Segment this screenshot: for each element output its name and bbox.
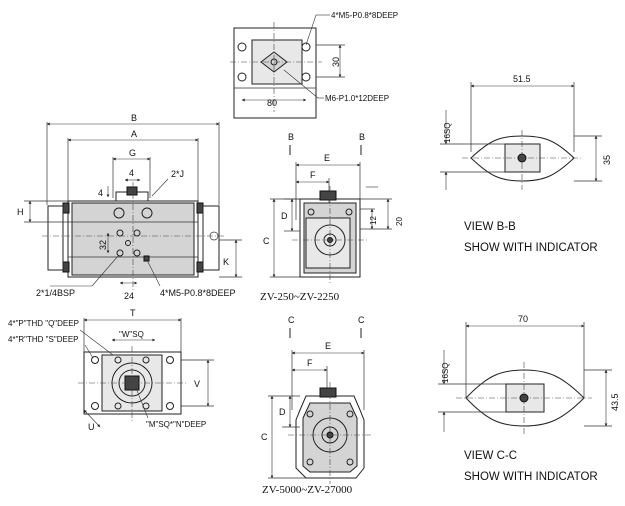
cc-subtitle: SHOW WITH INDICATOR [464, 471, 598, 483]
dim-H: H [17, 207, 24, 217]
side2-body [295, 395, 365, 479]
side2-dim-E: E [325, 341, 331, 351]
dim-A: A [131, 129, 137, 139]
side1-caption: ZV-250~ZV-2250 [260, 291, 340, 303]
dim-24: 24 [124, 291, 134, 301]
top-view: 4*M5-P0.8*8DEEP 30 80 M6-P1.0*12DEEP [230, 11, 398, 119]
side2-dim-D: D [279, 407, 286, 417]
side1-dim-F: F [310, 170, 316, 180]
bottom-dim-U: U [88, 422, 95, 432]
dim-4-side: 4 [98, 188, 103, 198]
top-view-outline [233, 27, 317, 119]
bb-dim-width: 51.5 [513, 74, 531, 84]
side2-dim-F: F [307, 358, 313, 368]
side-view-small: B B E F C D 12 20 [260, 132, 404, 303]
view-cc: 70 16SQ 43.5 VIEW C-C SHOW WITH INDICATO… [438, 314, 620, 483]
side1-dim-C: C [263, 236, 270, 246]
top-dim-30: 30 [331, 57, 341, 67]
cc-dim-43-5: 43.5 [610, 393, 620, 411]
note-p-thread: 4*"P"THD "Q"DEEP [8, 319, 79, 328]
side1-dim-E: E [324, 153, 330, 163]
cc-title: VIEW C-C [464, 450, 517, 462]
note-m-square: "M"SQ*"N"DEEP [146, 420, 206, 429]
side1-dim-20: 20 [395, 217, 404, 226]
note-bsp: 2*1/4BSP [36, 288, 75, 298]
side2-caption: ZV-5000~ZV-27000 [262, 484, 353, 496]
bottom-view: T 4*"P"THD "Q"DEEP 4*"R"THD "S"DEEP "W"S… [8, 308, 214, 432]
top-dim-80: 80 [267, 98, 277, 108]
view-bb: 51.5 16SQ 35 VIEW B-B SHOW WITH INDICATO… [440, 74, 612, 254]
bb-subtitle: SHOW WITH INDICATOR [464, 242, 598, 254]
bb-title: VIEW B-B [464, 221, 516, 233]
side1-dim-D: D [281, 211, 288, 221]
side1-dim-12: 12 [369, 216, 378, 225]
dim-4-top: 4 [129, 168, 134, 178]
cc-indicator-outline [465, 369, 585, 427]
cc-dim-16sq: 16SQ [441, 363, 450, 383]
bb-dim-16sq: 16SQ [443, 123, 452, 143]
dim-K: K [223, 257, 229, 267]
note-w-square: "W"SQ [119, 330, 144, 339]
bottom-dim-T: T [130, 308, 136, 318]
dim-2J: 2*J [171, 169, 184, 179]
section-B-left: B [288, 132, 294, 142]
section-B-right: B [359, 132, 365, 142]
note-r-thread: 4*"R"THD "S"DEEP [8, 335, 78, 344]
cc-dim-width: 70 [518, 314, 528, 324]
section-C-left: C [288, 315, 295, 325]
section-C-right: C [358, 315, 365, 325]
front-view: B A G 4 2*J 4 [17, 113, 242, 301]
side-view-large: C C E F C D ZV-5000~ZV-27000 [261, 315, 372, 496]
note-m5-front: 4*M5-P0.8*8DEEP [160, 288, 236, 298]
dim-B: B [131, 113, 137, 123]
dim-G: G [129, 148, 136, 158]
bottom-dim-V: V [194, 379, 200, 389]
dim-32: 32 [98, 240, 108, 250]
side2-dim-C: C [261, 432, 268, 442]
top-note-m6: M6-P1.0*12DEEP [325, 94, 389, 103]
bb-dim-35: 35 [602, 155, 612, 165]
top-note-m5: 4*M5-P0.8*8DEEP [331, 11, 398, 20]
